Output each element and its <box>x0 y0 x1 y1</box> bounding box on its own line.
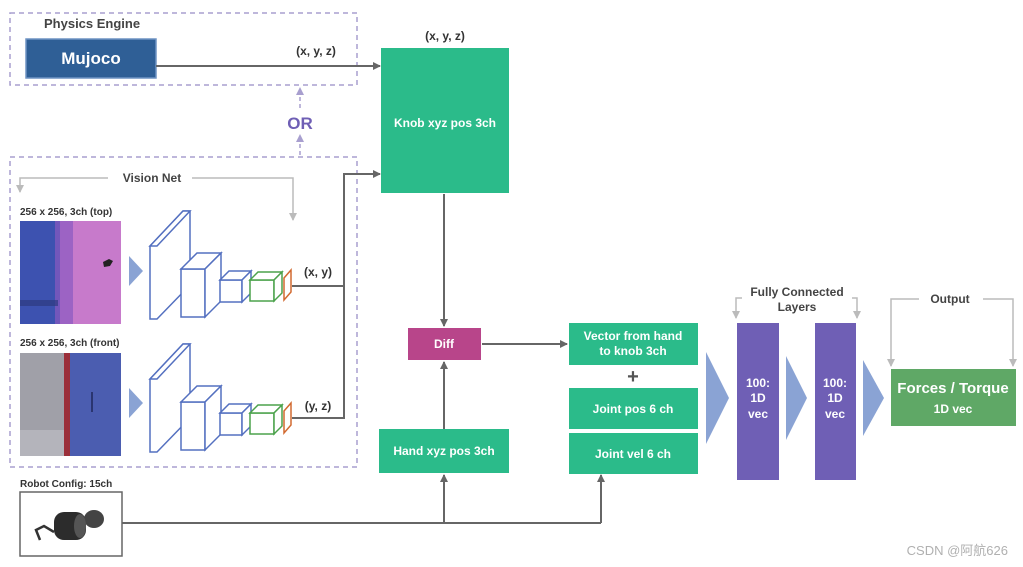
forces-torque-box <box>891 369 1016 426</box>
fc-layer-1-l3: vec <box>748 407 768 421</box>
fc-layer-1-l1: 100: <box>746 376 770 390</box>
robot-config-label: Robot Config: 15ch <box>20 479 112 490</box>
or-label: OR <box>287 114 313 133</box>
front-input-chevron <box>129 388 143 418</box>
top-camera-image <box>20 221 121 324</box>
output-bracket-left <box>887 298 919 367</box>
front-camera-label: 256 x 256, 3ch (front) <box>20 338 119 349</box>
output-bracket-right <box>983 298 1017 367</box>
vision-net-bracket-right <box>192 177 297 221</box>
vision-net-label: Vision Net <box>123 171 181 185</box>
fc-to-output-chevron <box>863 360 884 436</box>
fc-between-chevron <box>786 356 807 440</box>
top-conv-layers <box>148 210 292 320</box>
fc-layer-2-l2: 1D <box>827 391 843 405</box>
top-camera-label: 256 x 256, 3ch (top) <box>20 207 112 218</box>
knob-input-label: (x, y, z) <box>425 29 465 43</box>
fc-layer-2-l3: vec <box>825 407 845 421</box>
hand-xyz-label: Hand xyz pos 3ch <box>393 444 494 458</box>
front-output-label: (y, z) <box>305 399 331 413</box>
vector-label-line1: Vector from hand <box>584 329 683 343</box>
vision-net-group <box>9 156 358 468</box>
fc-layer-1-l2: 1D <box>750 391 766 405</box>
diff-label: Diff <box>434 337 455 351</box>
joint-pos-label: Joint pos 6 ch <box>593 402 674 416</box>
fc-bracket-left <box>732 297 742 319</box>
forces-torque-line1: Forces / Torque <box>897 380 1008 397</box>
physics-engine-group <box>9 12 358 86</box>
top-output-label: (x, y) <box>304 265 332 279</box>
mujoco-box <box>25 38 157 79</box>
vision-merge-connector <box>292 174 380 419</box>
front-conv-layers <box>148 343 292 453</box>
vision-net-bracket-left <box>16 177 108 193</box>
hand-xyz-box <box>379 429 509 473</box>
joint-pos-box <box>569 388 698 429</box>
robot-gripper-image <box>34 510 104 541</box>
vector-box <box>569 323 698 365</box>
csdn-watermark: CSDN @阿航626 <box>907 543 1008 558</box>
fc-bracket-right <box>852 297 861 319</box>
joint-vel-label: Joint vel 6 ch <box>595 447 671 461</box>
vector-label-line2: to knob 3ch <box>599 344 666 358</box>
fc-layer-2 <box>815 323 856 480</box>
fc-label-line2: Layers <box>778 300 817 314</box>
physics-engine-label: Physics Engine <box>44 16 140 31</box>
diff-box <box>408 328 481 360</box>
knob-xyz-box <box>381 48 509 193</box>
knob-xyz-label: Knob xyz pos 3ch <box>394 116 496 130</box>
input-to-fc-chevron <box>706 352 729 444</box>
front-camera-image <box>20 353 121 456</box>
fc-layer-1 <box>737 323 779 480</box>
forces-torque-line2: 1D vec <box>934 402 973 416</box>
plus-sign: + <box>627 366 639 388</box>
joint-vel-box <box>569 433 698 474</box>
top-input-chevron <box>129 256 143 286</box>
fc-layer-2-l1: 100: <box>823 376 847 390</box>
fc-label-line1: Fully Connected <box>750 285 843 299</box>
mujoco-output-label: (x, y, z) <box>296 44 336 58</box>
mujoco-label: Mujoco <box>61 49 121 68</box>
output-label: Output <box>930 292 969 306</box>
